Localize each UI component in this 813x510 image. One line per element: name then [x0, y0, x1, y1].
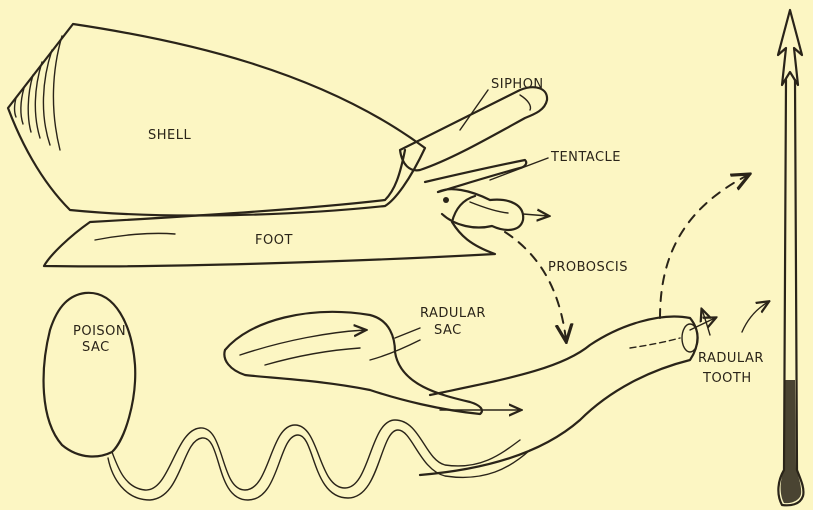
- label-poison-sac-line2: SAC: [82, 340, 110, 355]
- snail-proboscis: [438, 189, 548, 230]
- tooth-pointer-arrow-1: [702, 310, 710, 335]
- label-tentacle: TENTACLE: [550, 150, 621, 165]
- label-radular-sac-line1: RADULAR: [420, 306, 486, 321]
- extracted-proboscis: [420, 317, 715, 475]
- label-foot: FOOT: [255, 233, 293, 248]
- tentacle: [425, 160, 526, 192]
- radular-sac: [224, 312, 520, 414]
- tooth-dashed-arrow: [660, 175, 748, 318]
- siphon: [400, 87, 547, 170]
- label-siphon: SIPHON: [491, 77, 544, 92]
- poison-sac: [44, 293, 136, 457]
- label-shell: SHELL: [148, 128, 191, 143]
- radular-tooth: [778, 10, 803, 505]
- radular-sac-leader: [395, 328, 420, 338]
- venom-duct: [108, 420, 530, 500]
- tooth-pointer-arrow-2: [742, 302, 768, 332]
- shell-spire-lines: [15, 36, 63, 150]
- label-radular-sac-line2: SAC: [434, 323, 462, 338]
- shell: [8, 24, 425, 216]
- label-radular-tooth-line1: RADULAR: [698, 351, 764, 366]
- siphon-leader: [460, 90, 488, 130]
- label-radular-tooth-line2: TOOTH: [702, 371, 752, 386]
- label-poison-sac-line1: POISON: [73, 324, 126, 339]
- label-proboscis: PROBOSCIS: [548, 260, 628, 275]
- proboscis-dashed-arrow: [505, 232, 566, 340]
